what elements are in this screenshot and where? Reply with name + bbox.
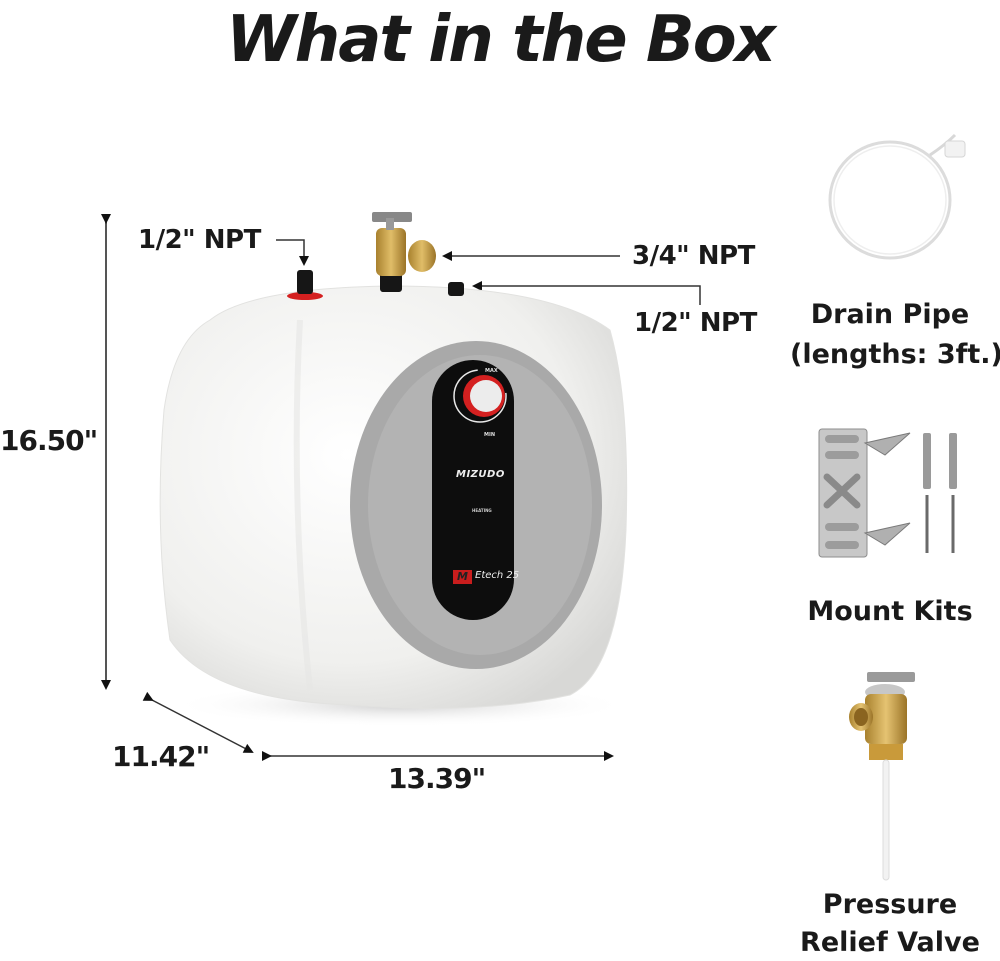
dial-min-label: MIN bbox=[484, 432, 496, 438]
model-label: Etech 25 bbox=[475, 570, 520, 581]
depth-dimension-label: 11.42" bbox=[112, 740, 210, 773]
page-title: What in the Box bbox=[226, 3, 776, 77]
drain-pipe-label: Drain Pipe bbox=[810, 299, 970, 330]
pressure-relief-valve-label: Pressure bbox=[822, 889, 958, 920]
brand-label: MIZUDO bbox=[456, 469, 505, 480]
mount-kits-image bbox=[818, 428, 957, 558]
valve-port-connection-label: 3/4" NPT bbox=[632, 241, 755, 271]
inlet-connection-label: 1/2" NPT bbox=[138, 225, 261, 255]
dial-max-label: MAX bbox=[485, 368, 498, 374]
pressure-relief-valve-image bbox=[849, 672, 915, 881]
water-heater-image bbox=[159, 212, 630, 727]
width-dimension-label: 13.39" bbox=[388, 762, 486, 795]
heating-status-label: HEATING bbox=[472, 508, 492, 513]
pressure-relief-valve-label-line2: Relief Valve bbox=[800, 927, 980, 958]
drain-pipe-image bbox=[828, 133, 966, 260]
height-dimension-label: 16.50" bbox=[0, 424, 98, 457]
drain-pipe-length-label: (lengths: 3ft.) bbox=[790, 339, 1000, 370]
mount-kits-label: Mount Kits bbox=[807, 596, 973, 627]
model-logo-icon: M bbox=[453, 570, 472, 584]
outlet-connection-label: 1/2" NPT bbox=[634, 308, 757, 338]
